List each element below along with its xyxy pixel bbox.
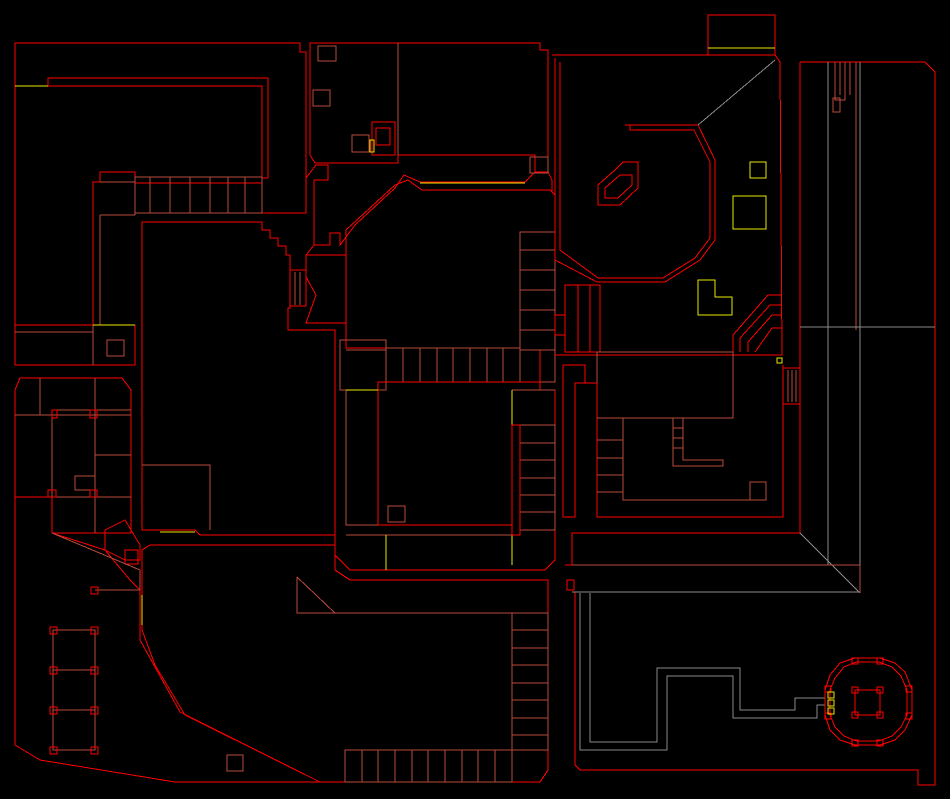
southeast-yard <box>579 593 913 751</box>
south-central-hall <box>141 544 549 783</box>
east-corridor <box>565 61 936 786</box>
southwest-annex <box>14 497 321 783</box>
northeast-hall <box>552 14 783 364</box>
north-central-rooms <box>305 42 553 256</box>
central-courtyard <box>334 330 556 571</box>
west-wing <box>14 215 136 534</box>
stairs-northwest <box>134 176 263 214</box>
east-rooms <box>562 284 801 518</box>
central-west-hall <box>141 221 336 536</box>
central-hall <box>339 156 566 391</box>
pillar-doorway <box>289 254 347 324</box>
